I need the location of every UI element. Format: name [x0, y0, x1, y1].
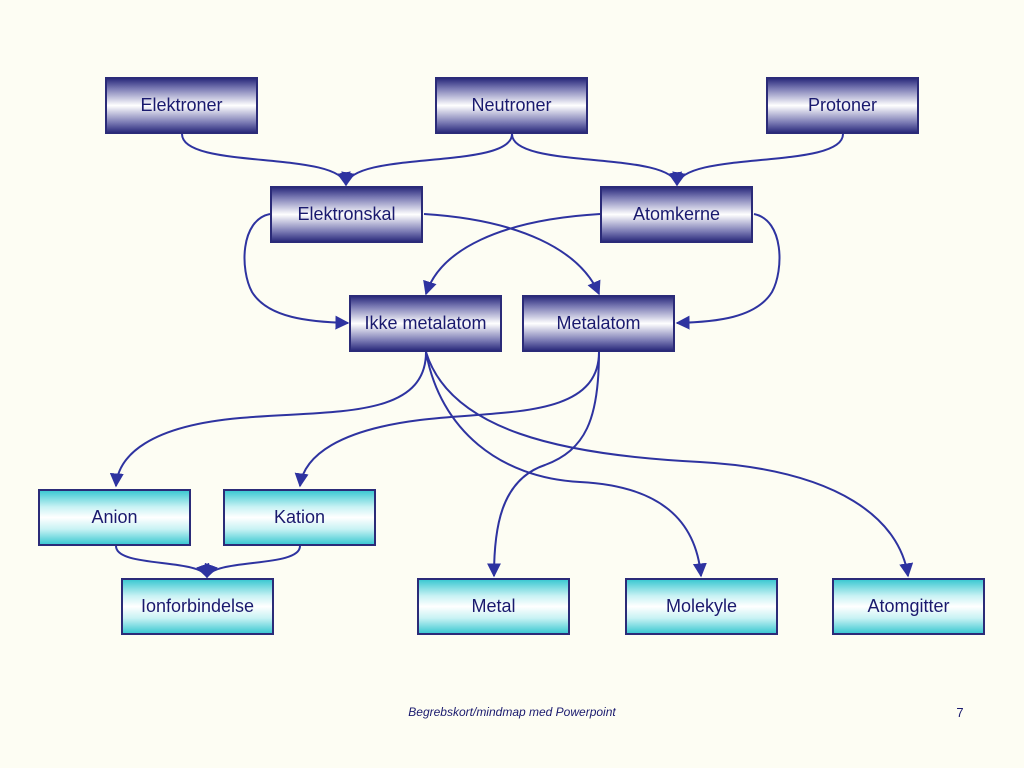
connector-neutroner-elektronskal: [341, 133, 513, 187]
node-neutroner[interactable]: Neutroner: [435, 77, 588, 134]
connector-ikke-metalatom-atomgitter: [425, 351, 914, 578]
connector-protoner-atomkerne: [672, 133, 844, 187]
node-metalatom[interactable]: Metalatom: [522, 295, 675, 352]
node-elektronskal[interactable]: Elektronskal: [270, 186, 423, 243]
node-atomgitter[interactable]: Atomgitter: [832, 578, 985, 635]
connector-atomkerne-metalatom: [675, 213, 781, 330]
connector-ikke-metalatom-anion: [109, 351, 427, 488]
node-protoner[interactable]: Protoner: [766, 77, 919, 134]
node-anion[interactable]: Anion: [38, 489, 191, 546]
connector-ikke-metalatom-molekyle: [425, 351, 707, 578]
node-kation[interactable]: Kation: [223, 489, 376, 546]
connector-metalatom-metal: [487, 351, 600, 578]
node-metal[interactable]: Metal: [417, 578, 570, 635]
connector-neutroner-atomkerne: [511, 133, 683, 187]
connector-elektroner-elektronskal: [181, 133, 351, 187]
page-number: 7: [956, 705, 964, 720]
node-ionforbindelse[interactable]: Ionforbindelse: [121, 578, 274, 635]
node-ikke-metalatom[interactable]: Ikke metalatom: [349, 295, 502, 352]
connector-metalatom-kation: [294, 351, 600, 488]
connector-kation-ionforbindelse: [204, 545, 301, 579]
connector-atomkerne-ikke-metalatom: [423, 213, 601, 296]
node-atomkerne[interactable]: Atomkerne: [600, 186, 753, 243]
node-molekyle[interactable]: Molekyle: [625, 578, 778, 635]
footer-caption: Begrebskort/mindmap med Powerpoint: [408, 705, 616, 719]
connector-anion-ionforbindelse: [115, 545, 210, 579]
node-elektroner[interactable]: Elektroner: [105, 77, 258, 134]
connector-elektronskal-metalatom: [423, 213, 601, 296]
connector-elektronskal-ikke-metalatom: [243, 213, 350, 330]
